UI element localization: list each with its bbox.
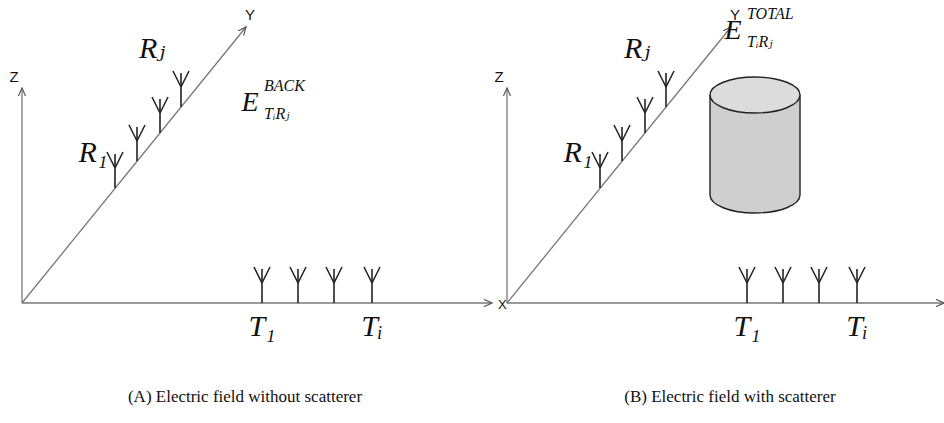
field-symbol: E (724, 16, 741, 44)
receiver-label: Rⱼ (624, 33, 650, 63)
field-symbol: E (241, 88, 258, 116)
scatterer-cylinder (710, 77, 800, 213)
transmitter-label: T₁ (733, 311, 760, 341)
field-subscript: TᵢRⱼ (264, 106, 289, 122)
caption: (A) Electric field without scatterer (128, 388, 362, 405)
axis-label: Z (9, 69, 18, 84)
field-subscript: TᵢRⱼ (747, 34, 772, 50)
field-superscript: BACK (264, 78, 305, 94)
panel-b (507, 27, 944, 303)
transmitter-label: Tᵢ (361, 311, 382, 341)
transmitter-label: Tᵢ (846, 311, 867, 341)
axis-label: Y (245, 7, 255, 22)
caption: (B) Electric field with scatterer (624, 388, 835, 405)
field-superscript: TOTAL (747, 6, 794, 22)
panel-a (22, 27, 492, 303)
axis-label: X (498, 298, 507, 311)
receiver-label: Rⱼ (139, 33, 165, 63)
axis-label: Z (494, 69, 503, 84)
receiver-label: R₁ (79, 137, 108, 167)
receiver-label: R₁ (564, 137, 593, 167)
transmitter-label: T₁ (248, 311, 275, 341)
